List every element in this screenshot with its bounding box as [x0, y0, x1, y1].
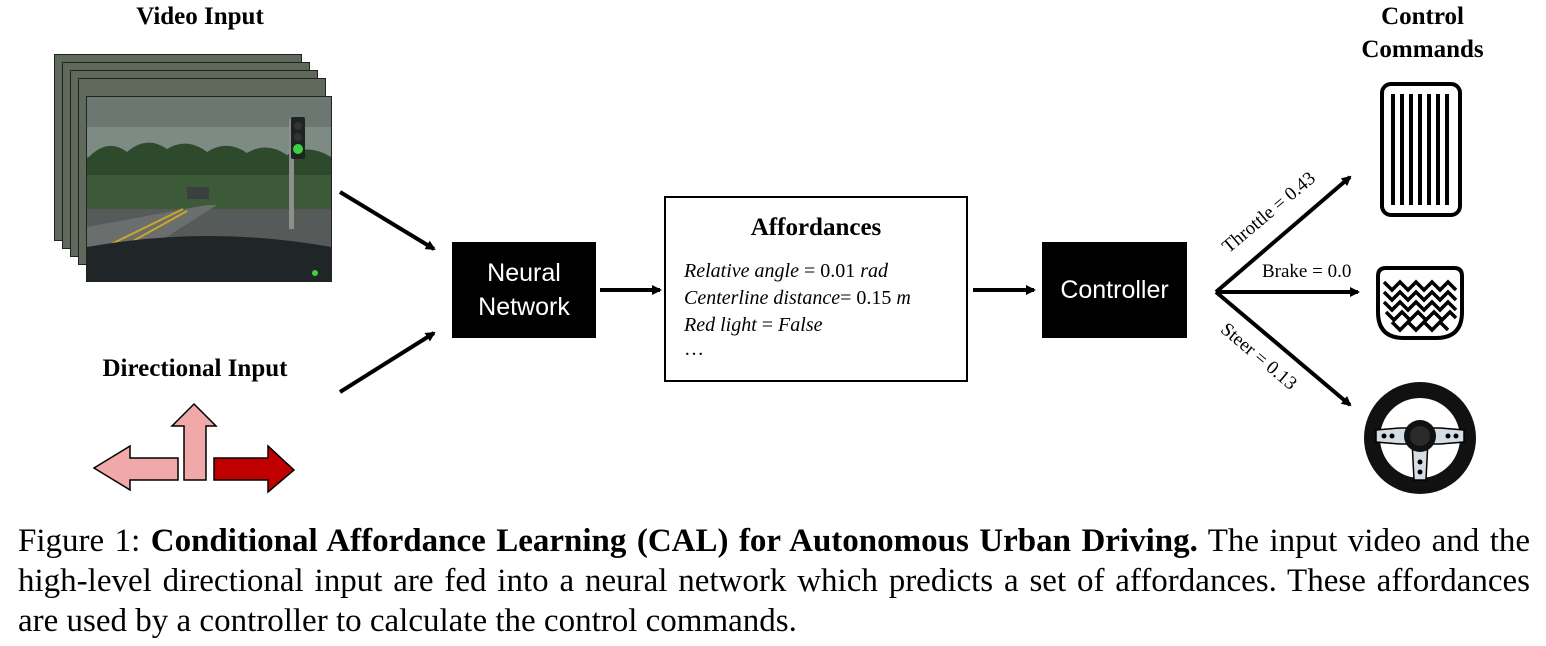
figure-caption: Figure 1: Conditional Affordance Learnin… [18, 521, 1530, 641]
control-commands-line2: Commands [1361, 36, 1484, 63]
control-commands-line1: Control [1381, 3, 1464, 30]
straight-arrow-icon [170, 402, 218, 481]
video-frame-front [86, 96, 332, 282]
affordance-unit: m [896, 287, 911, 309]
affordance-name: Centerline distance [684, 287, 841, 309]
throttle-arrow [1214, 175, 1352, 294]
caption-body: The input video and the high-level direc… [18, 523, 1531, 639]
neural-network-line2: Network [478, 293, 570, 321]
control-commands-heading: Control Commands [1330, 0, 1515, 66]
brake-label: Brake = 0.0 [1262, 261, 1352, 282]
affordances-title: Affordances [750, 214, 882, 241]
controller-label: Controller [1060, 275, 1169, 304]
video-input-heading: Video Input [136, 3, 264, 30]
caption-prefix: Figure 1: [18, 523, 151, 559]
driving-scene-image [87, 97, 331, 281]
affordance-unit: False [778, 314, 823, 336]
right-arrow-icon [213, 444, 296, 494]
affordance-red-light: Red light = False [684, 314, 822, 337]
affordance-centerline-distance: Centerline distance= 0.15 m [684, 287, 911, 310]
affordance-name: Red light [684, 314, 757, 336]
directional-input-heading: Directional Input [102, 355, 288, 382]
affordance-unit: rad [860, 260, 889, 282]
affordance-value: = [756, 314, 779, 336]
neural-network-box: Neural Network [452, 242, 596, 338]
affordance-value: = 0.01 [798, 260, 861, 282]
controller-box: Controller [1042, 242, 1187, 338]
left-arrow-icon [92, 444, 179, 492]
affordance-relative-angle: Relative angle = 0.01 rad [684, 260, 888, 283]
caption-title: Conditional Affordance Learning (CAL) fo… [150, 523, 1198, 559]
affordance-value: = 0.15 [840, 287, 897, 309]
direction-to-network-arrow [338, 331, 436, 394]
affordances-box: Affordances Relative angle = 0.01 rad Ce… [664, 196, 968, 382]
neural-network-line1: Neural [487, 259, 561, 287]
affordance-name: Relative angle [684, 260, 799, 282]
steer-arrow [1214, 290, 1352, 407]
affordance-ellipsis: … [684, 338, 704, 360]
video-to-network-arrow [338, 190, 436, 251]
